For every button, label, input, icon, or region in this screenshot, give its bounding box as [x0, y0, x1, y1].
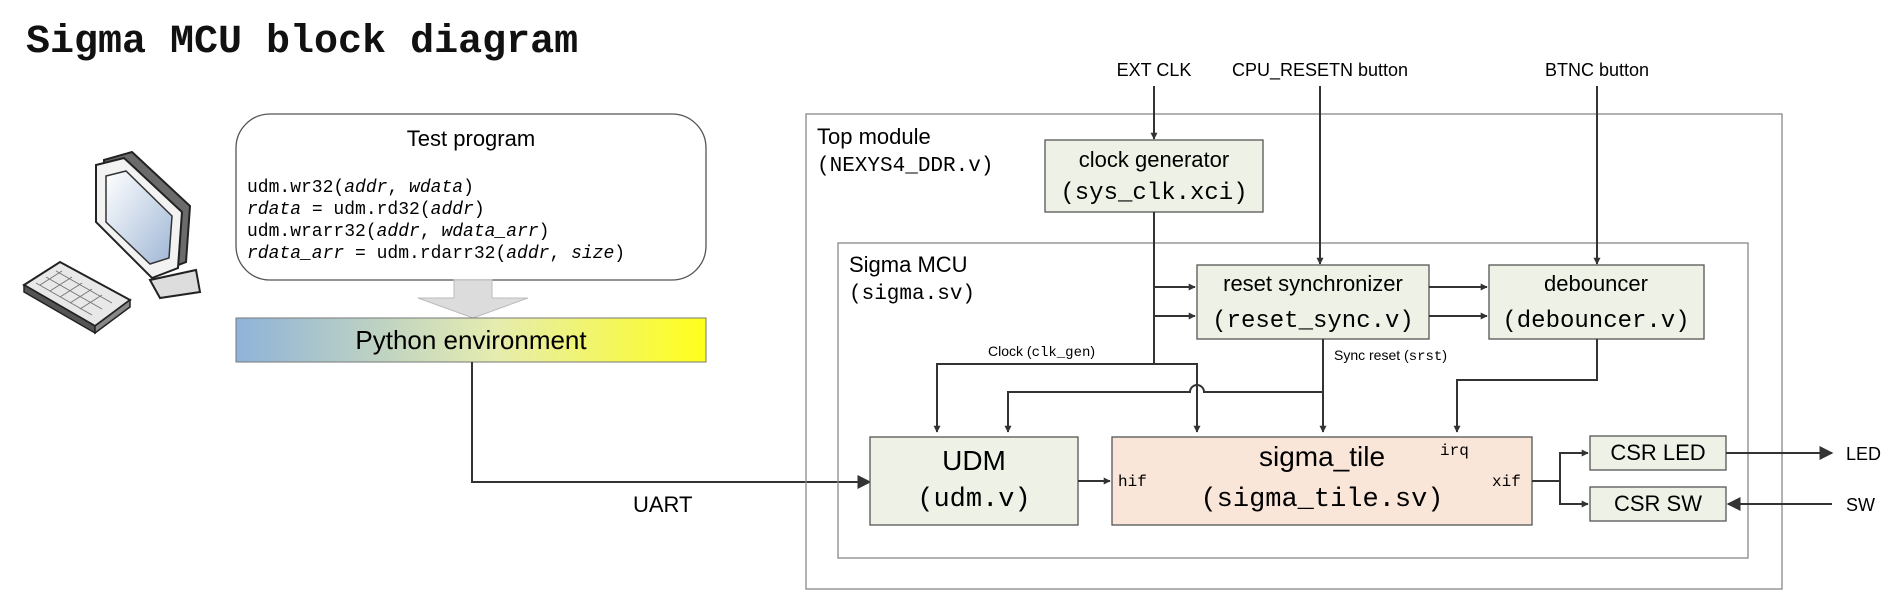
code-line: udm.wr32(addr, wdata) — [247, 178, 474, 198]
hif-port-label: hif — [1118, 473, 1147, 491]
xif-port-label: xif — [1492, 473, 1521, 491]
code-line: rdata_arr = udm.rdarr32(addr, size) — [247, 244, 625, 264]
btnc-label: BTNC button — [1545, 60, 1649, 80]
sync-reset-signal-label: Sync reset (srst) — [1334, 347, 1447, 365]
uart-wire — [471, 362, 872, 489]
sigma-tile-block — [1111, 436, 1533, 526]
debouncer-file: (debouncer.v) — [1502, 308, 1689, 335]
debouncer-to-irq-wire — [1453, 339, 1598, 433]
python-environment-bar — [235, 317, 707, 363]
csr-led-label: CSR LED — [1610, 440, 1705, 465]
debouncer-title: debouncer — [1544, 271, 1648, 296]
csr-sw-block — [1589, 486, 1727, 522]
led-label: LED — [1846, 444, 1881, 464]
udm-block — [869, 436, 1079, 526]
udm-title: UDM — [942, 445, 1006, 476]
debouncer-block — [1488, 264, 1705, 340]
test-program-code: udm.wr32(addr, wdata)rdata = udm.rd32(ad… — [247, 178, 625, 264]
python-environment-label: Python environment — [355, 325, 587, 355]
top-module-file: (NEXYS4_DDR.v) — [817, 155, 993, 178]
reset-synchronizer-title: reset synchronizer — [1223, 271, 1403, 296]
reset-synchronizer-file: (reset_sync.v) — [1212, 308, 1414, 335]
top-module-frame — [805, 113, 1783, 590]
code-line: rdata = udm.rd32(addr) — [247, 200, 485, 220]
sigma-tile-title: sigma_tile — [1259, 441, 1385, 472]
sync-reset-to-udm-wire — [1004, 384, 1323, 433]
sigma-mcu-title: Sigma MCU — [849, 252, 968, 277]
ext-clk-label: EXT CLK — [1117, 60, 1192, 80]
uart-label: UART — [633, 492, 693, 517]
down-arrow-icon — [417, 279, 529, 319]
cpu-resetn-label: CPU_RESETN button — [1232, 60, 1408, 81]
top-module-title: Top module — [817, 124, 931, 149]
test-program-title: Test program — [407, 126, 535, 151]
sigma-mcu-frame — [837, 242, 1749, 559]
page-title: Sigma MCU block diagram — [26, 20, 578, 65]
udm-file: (udm.v) — [917, 485, 1030, 515]
clock-generator-title: clock generator — [1079, 147, 1229, 172]
clock-generator-file: (sys_clk.xci) — [1060, 180, 1247, 207]
sigma-mcu-file: (sigma.sv) — [849, 283, 975, 306]
irq-port-label: irq — [1440, 442, 1469, 460]
code-line: udm.wrarr32(addr, wdata_arr) — [247, 222, 549, 242]
sw-label: SW — [1846, 495, 1875, 515]
sigma-tile-file: (sigma_tile.sv) — [1200, 485, 1443, 515]
csr-sw-label: CSR SW — [1614, 491, 1702, 516]
computer-icon — [22, 150, 202, 335]
clock-to-tile-wire — [1154, 363, 1201, 433]
xif-to-sw-wire — [1559, 481, 1589, 508]
clock-signal-label: Clock (clk_gen) — [988, 343, 1095, 361]
clock-to-udm-wire — [933, 363, 1154, 433]
reset-synchronizer-block — [1196, 264, 1430, 340]
xif-to-led-wire — [1532, 449, 1589, 482]
clock-generator-block — [1044, 139, 1264, 213]
csr-led-block — [1589, 435, 1727, 471]
